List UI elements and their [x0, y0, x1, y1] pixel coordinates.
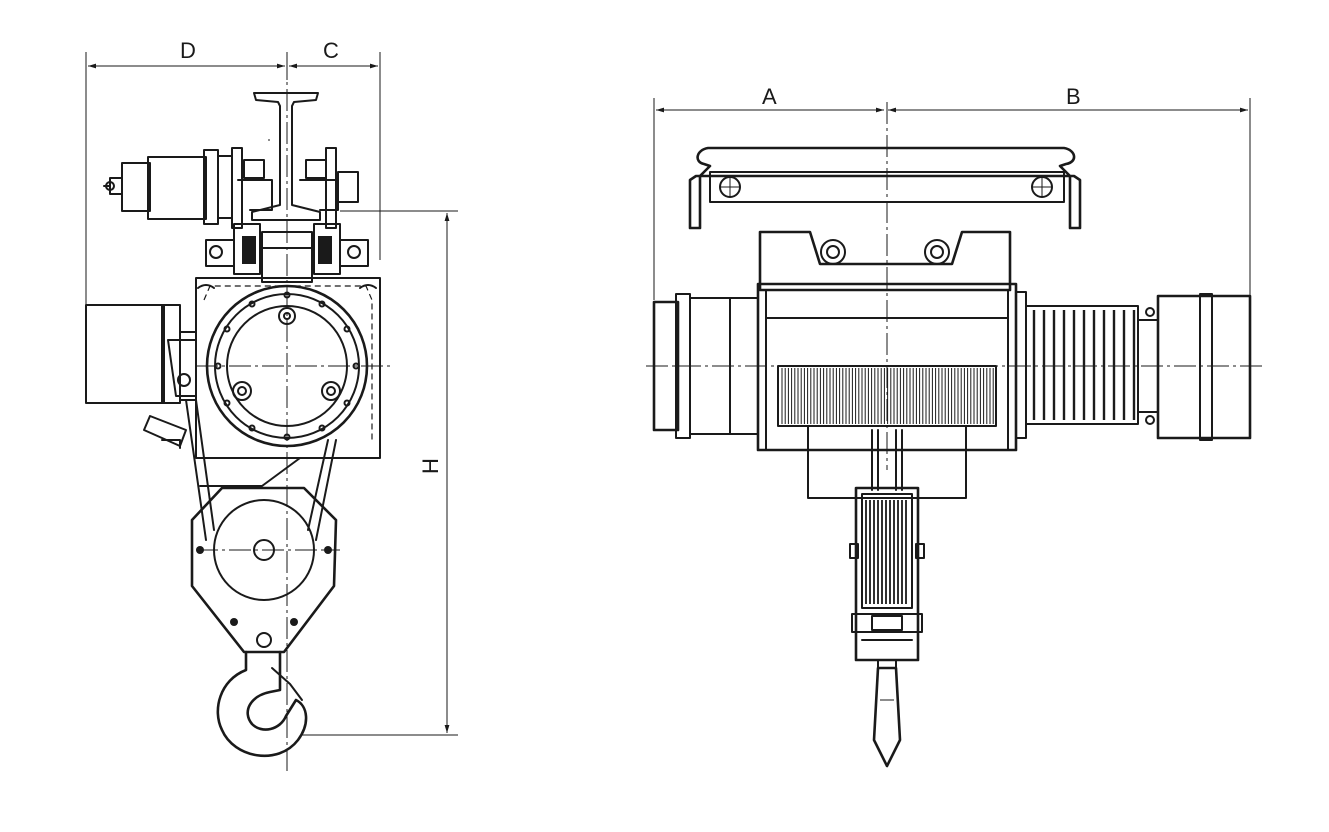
side-view: D C H — [85, 38, 458, 772]
dimension-label-b: B — [1066, 84, 1081, 109]
dimension-label-d: D — [180, 38, 196, 63]
sheave-grooves — [865, 500, 907, 604]
hook-block — [190, 486, 338, 654]
hoist-motor-side — [85, 304, 197, 449]
trolley-motor — [103, 147, 359, 229]
centerlines-front — [646, 102, 1262, 470]
dimension-label-a: A — [762, 84, 777, 109]
hook-front — [872, 659, 902, 768]
dimension-label-c: C — [323, 38, 339, 63]
hoist-body — [195, 277, 381, 459]
bolt-ring — [214, 291, 360, 441]
centerlines-side — [196, 56, 390, 772]
rope-winding — [781, 368, 994, 424]
trolley-top-frame — [688, 146, 1082, 292]
i-beam-rail — [251, 92, 321, 221]
dimension-d-c: D C — [85, 38, 381, 305]
dimension-a-b: A B — [653, 84, 1251, 300]
rope-lines — [185, 399, 337, 541]
dimension-label-h: H — [418, 458, 443, 474]
ropes-front — [871, 429, 903, 491]
dimension-h: H — [300, 210, 458, 736]
pulley-block — [849, 486, 925, 662]
hook — [216, 650, 308, 757]
gearbox — [1015, 291, 1252, 441]
drum-housing — [756, 282, 1018, 499]
front-view: A B — [646, 84, 1262, 768]
cooling-ribs — [1032, 310, 1136, 420]
